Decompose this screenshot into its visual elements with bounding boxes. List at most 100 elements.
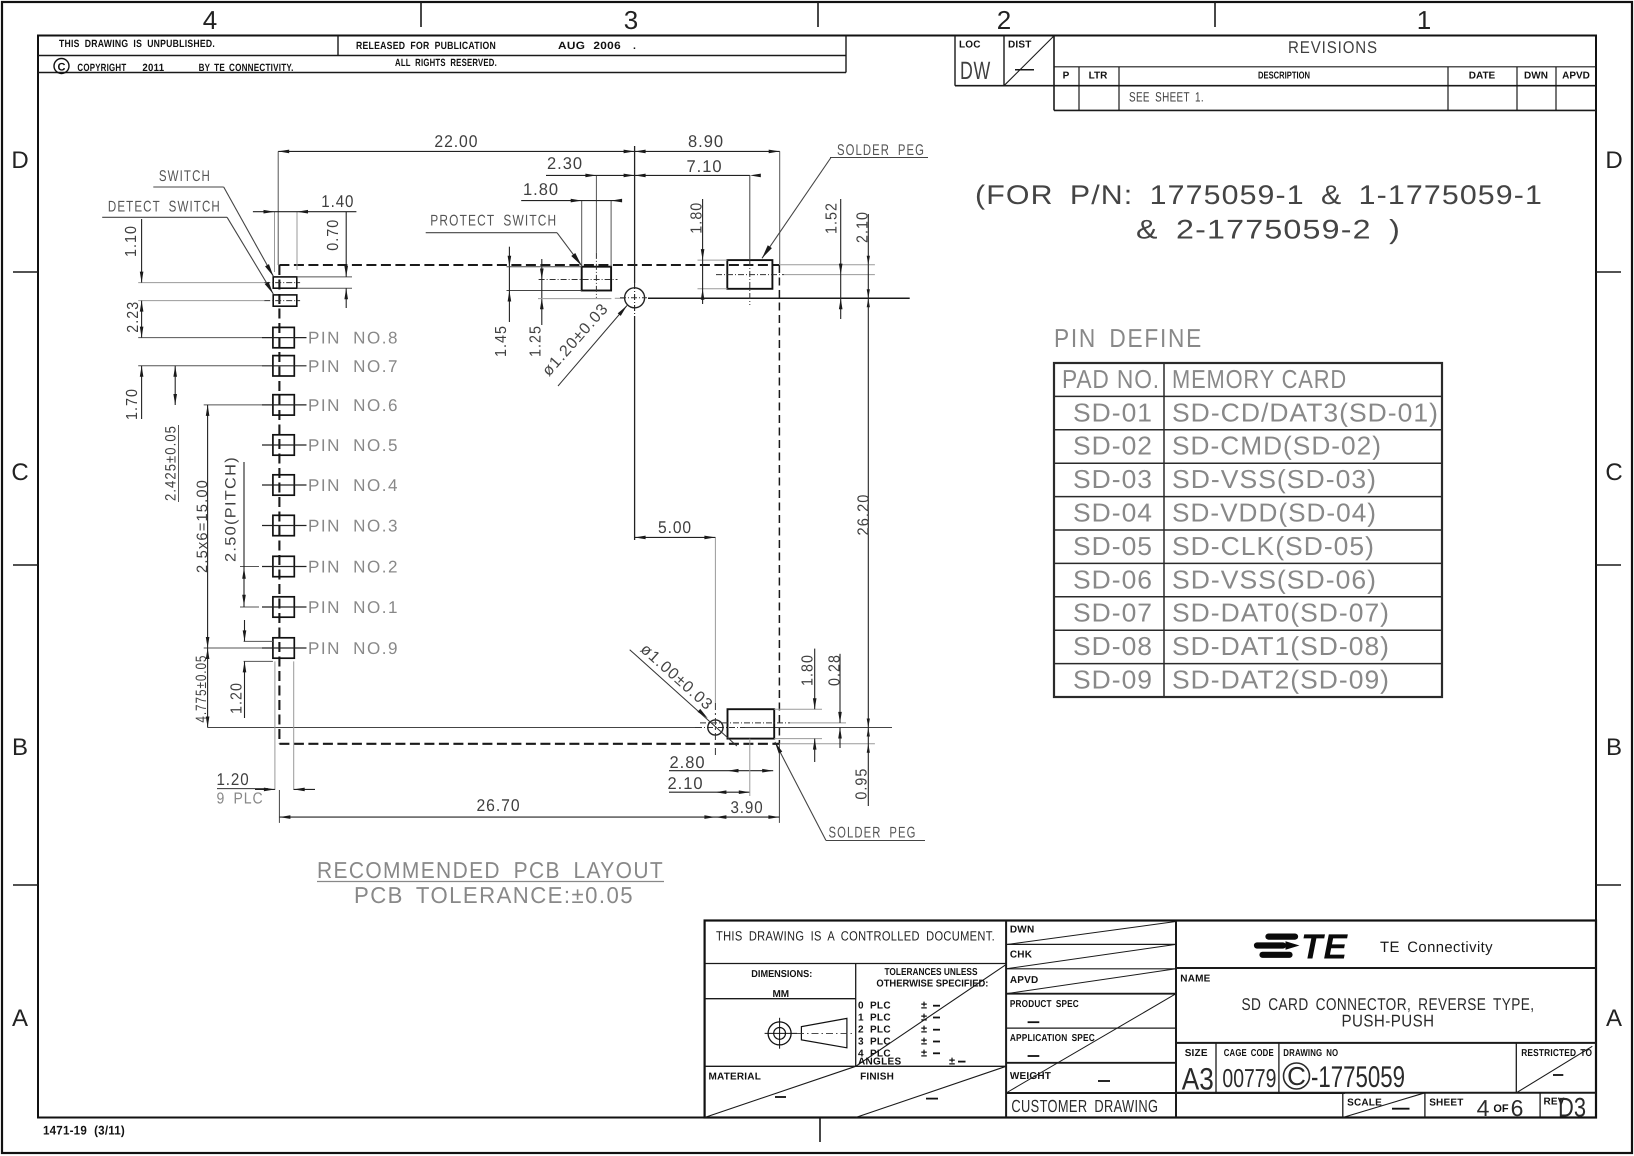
svg-text:SD-DAT0(SD-07): SD-DAT0(SD-07) [1172, 598, 1390, 628]
svg-text:SIZE: SIZE [1185, 1048, 1208, 1059]
svg-text:FINISH: FINISH [860, 1072, 894, 1083]
svg-text:4.775±0.05: 4.775±0.05 [193, 655, 210, 723]
svg-text:SD-DAT2(SD-09): SD-DAT2(SD-09) [1172, 665, 1390, 695]
svg-text:PIN NO.6: PIN NO.6 [308, 396, 399, 415]
svg-text:.: . [633, 40, 636, 52]
svg-text:1.70: 1.70 [124, 388, 141, 420]
svg-text:RESTRICTED TO: RESTRICTED TO [1521, 1048, 1592, 1059]
svg-text:SEE SHEET 1.: SEE SHEET 1. [1129, 90, 1204, 105]
svg-text:& 2-1775059-2 ): & 2-1775059-2 ) [1136, 215, 1401, 245]
svg-text:PIN NO.7: PIN NO.7 [308, 357, 399, 376]
svg-text:SD-CLK(SD-05): SD-CLK(SD-05) [1172, 531, 1375, 561]
svg-text:C: C [1287, 1061, 1306, 1091]
svg-text:DW: DW [960, 57, 991, 85]
svg-text:SD-03: SD-03 [1073, 464, 1153, 494]
svg-text:SD-02: SD-02 [1073, 431, 1153, 461]
svg-text:±: ± [921, 1000, 927, 1012]
svg-text:2.425±0.05: 2.425±0.05 [163, 425, 180, 501]
svg-text:1.80: 1.80 [800, 654, 817, 686]
svg-text:CAGE CODE: CAGE CODE [1224, 1048, 1274, 1059]
svg-text:2.10: 2.10 [855, 211, 872, 243]
svg-text:2.5x6=15.00: 2.5x6=15.00 [194, 479, 211, 573]
svg-text:DESCRIPTION: DESCRIPTION [1258, 71, 1310, 82]
svg-text:PUSH-PUSH: PUSH-PUSH [1342, 1012, 1435, 1031]
svg-text:2: 2 [997, 5, 1011, 35]
svg-text:D3: D3 [1558, 1093, 1586, 1123]
svg-text:B: B [1606, 734, 1622, 761]
svg-text:DWN: DWN [1010, 925, 1034, 936]
svg-text:SOLDER PEG: SOLDER PEG [837, 142, 925, 159]
svg-text:±: ± [949, 1056, 955, 1068]
svg-text:9 PLC: 9 PLC [217, 791, 264, 808]
svg-text:APVD: APVD [1562, 71, 1590, 82]
svg-text:±: ± [921, 1047, 927, 1059]
svg-text:1.20: 1.20 [217, 770, 250, 789]
svg-text:CHK: CHK [1010, 950, 1033, 961]
svg-text:DIST: DIST [1008, 40, 1032, 51]
svg-text:DIMENSIONS:: DIMENSIONS: [751, 969, 812, 980]
svg-text:SWITCH: SWITCH [159, 168, 211, 185]
svg-text:DRAWING NO: DRAWING NO [1283, 1048, 1338, 1059]
svg-text:D: D [11, 147, 28, 174]
svg-text:±: ± [921, 1036, 927, 1048]
svg-text:THIS DRAWING IS A CONTROLLED D: THIS DRAWING IS A CONTROLLED DOCUMENT. [716, 929, 995, 944]
svg-text:7.10: 7.10 [687, 157, 723, 176]
svg-text:RELEASED FOR PUBLICATION: RELEASED FOR PUBLICATION [356, 40, 496, 52]
svg-text:PROTECT SWITCH: PROTECT SWITCH [430, 212, 557, 229]
svg-text:PIN NO.4: PIN NO.4 [308, 476, 399, 495]
svg-text:LOC: LOC [959, 40, 981, 51]
svg-text:C: C [1605, 459, 1622, 486]
svg-text:2.30: 2.30 [547, 154, 583, 173]
svg-text:±: ± [921, 1012, 927, 1024]
svg-text:-1775059: -1775059 [1311, 1061, 1405, 1094]
svg-text:1.20: 1.20 [228, 682, 245, 714]
svg-text:MM: MM [772, 989, 789, 1000]
svg-text:APVD: APVD [1010, 975, 1039, 986]
svg-text:ANGLES: ANGLES [858, 1057, 901, 1068]
svg-text:2.50(PITCH): 2.50(PITCH) [223, 456, 240, 562]
svg-text:C: C [58, 62, 66, 74]
svg-text:SHEET: SHEET [1429, 1098, 1463, 1109]
svg-text:REV: REV [1544, 1097, 1565, 1108]
svg-text:±: ± [921, 1024, 927, 1036]
svg-text:0 PLC: 0 PLC [858, 1001, 891, 1012]
svg-text:SD-06: SD-06 [1073, 564, 1153, 594]
svg-text:1.45: 1.45 [493, 325, 510, 357]
svg-text:AUG 2006: AUG 2006 [558, 40, 621, 52]
svg-text:4: 4 [1477, 1095, 1490, 1121]
svg-text:0.95: 0.95 [854, 768, 871, 800]
svg-text:0.70: 0.70 [325, 219, 342, 251]
svg-text:APPLICATION SPEC: APPLICATION SPEC [1010, 1033, 1095, 1044]
svg-text:22.00: 22.00 [434, 132, 478, 151]
svg-text:MATERIAL: MATERIAL [709, 1072, 762, 1083]
svg-text:4 PLC: 4 PLC [858, 1048, 891, 1059]
svg-text:PIN NO.2: PIN NO.2 [308, 558, 399, 577]
svg-text:PIN NO.5: PIN NO.5 [308, 436, 399, 455]
svg-text:PRODUCT SPEC: PRODUCT SPEC [1010, 999, 1079, 1010]
svg-text:SD-04: SD-04 [1073, 498, 1153, 528]
svg-text:0.28: 0.28 [827, 654, 844, 686]
svg-text:TE: TE [1301, 928, 1349, 967]
svg-text:DATE: DATE [1469, 71, 1496, 82]
svg-text:SD CARD CONNECTOR, REVERSE TYP: SD CARD CONNECTOR, REVERSE TYPE, [1242, 995, 1535, 1014]
svg-text:2.10: 2.10 [668, 774, 704, 793]
svg-text:ø1.20±0.03: ø1.20±0.03 [539, 300, 612, 379]
svg-text:PCB TOLERANCE:±0.05: PCB TOLERANCE:±0.05 [354, 882, 634, 908]
svg-text:PIN NO.8: PIN NO.8 [308, 329, 399, 348]
svg-text:1.80: 1.80 [523, 180, 559, 199]
svg-text:1.52: 1.52 [824, 202, 841, 234]
svg-text:SD-05: SD-05 [1073, 531, 1153, 561]
svg-text:4: 4 [203, 5, 217, 35]
svg-text:PIN NO.3: PIN NO.3 [308, 517, 399, 536]
svg-text:PAD NO.: PAD NO. [1062, 364, 1160, 394]
svg-text:WEIGHT: WEIGHT [1010, 1071, 1051, 1082]
svg-text:SD-VSS(SD-06): SD-VSS(SD-06) [1172, 564, 1377, 594]
svg-text:1.25: 1.25 [528, 325, 545, 357]
svg-text:SD-07: SD-07 [1073, 598, 1153, 628]
svg-text:3.90: 3.90 [731, 798, 764, 817]
svg-text:OF: OF [1493, 1103, 1509, 1115]
svg-text:A3: A3 [1182, 1062, 1214, 1097]
svg-text:RECOMMENDED PCB LAYOUT: RECOMMENDED PCB LAYOUT [317, 857, 664, 883]
svg-text:PIN NO.1: PIN NO.1 [308, 598, 399, 617]
svg-text:1.10: 1.10 [123, 225, 140, 257]
